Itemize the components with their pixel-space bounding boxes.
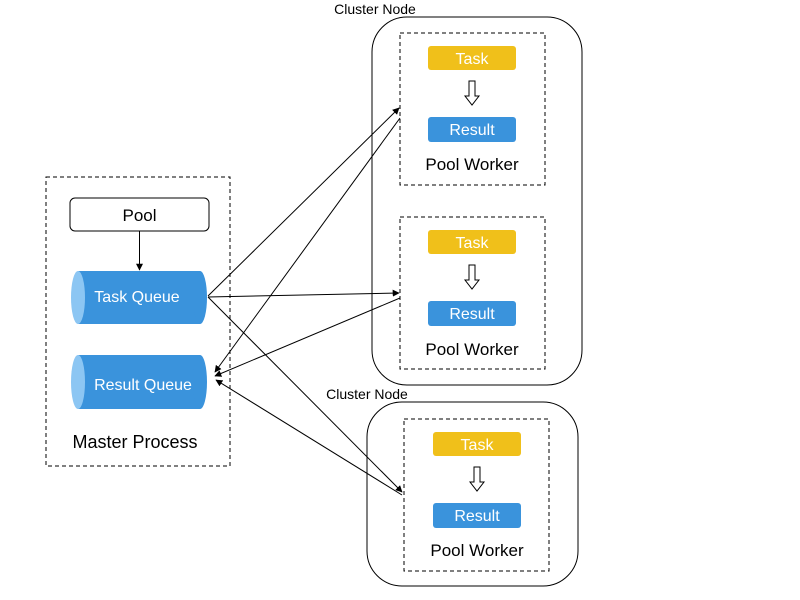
result-label: Result: [454, 508, 500, 525]
result-label: Result: [449, 306, 495, 323]
result-label: Result: [449, 122, 495, 139]
pool-worker-border: [399, 32, 546, 186]
pool-label: Pool: [122, 206, 156, 225]
cluster-node-label: Cluster Node: [326, 386, 408, 402]
cluster-node-border: [366, 401, 579, 587]
cluster-node: Cluster Node Task Result Pool Worker: [326, 386, 579, 587]
task-queue-label: Task Queue: [94, 289, 179, 306]
task-queue-to-worker-1-arrow: [207, 107, 400, 297]
worker-3-to-result-queue-arrow: [215, 379, 403, 496]
task-box: [428, 230, 516, 254]
result-queue-label: Result Queue: [94, 377, 192, 394]
pool-worker-label: Pool Worker: [425, 155, 519, 174]
task-queue-to-worker-3-arrow: [207, 296, 403, 493]
result-box: [428, 301, 516, 326]
worker-2-to-result-queue-arrow: [214, 297, 401, 377]
task-box: [433, 432, 521, 456]
pool-worker-border: [403, 418, 550, 572]
task-label: Task: [456, 51, 490, 68]
result-queue: Result Queue: [71, 355, 207, 409]
task-queue-to-worker-2-arrow: [207, 289, 400, 298]
pool-worker: Task Result Pool Worker: [399, 32, 546, 186]
down-arrow-icon: [468, 466, 486, 492]
pool-worker-label: Pool Worker: [425, 340, 519, 359]
cluster-node: Cluster Node Task Result Pool Worker Tas…: [334, 1, 583, 386]
result-box: [428, 117, 516, 142]
down-arrow-icon: [463, 80, 481, 106]
result-box: [433, 503, 521, 528]
task-box: [428, 46, 516, 70]
task-queue: Task Queue: [71, 271, 207, 324]
task-label: Task: [461, 437, 495, 454]
pool-worker-border: [399, 216, 546, 370]
master-process-label: Master Process: [72, 432, 197, 452]
connections: [207, 107, 403, 496]
pool-worker: Task Result Pool Worker: [403, 418, 550, 572]
task-label: Task: [456, 235, 490, 252]
master-process: Master Process Pool Task Queue Result Qu…: [45, 176, 231, 467]
master-process-border: [45, 176, 231, 467]
worker-1-to-result-queue-arrow: [214, 117, 401, 373]
cluster-node-border: [371, 16, 583, 386]
pool-worker: Task Result Pool Worker: [399, 216, 546, 370]
down-arrow-icon: [463, 264, 481, 290]
cluster-node-label: Cluster Node: [334, 1, 416, 17]
pool-worker-label: Pool Worker: [430, 541, 524, 560]
